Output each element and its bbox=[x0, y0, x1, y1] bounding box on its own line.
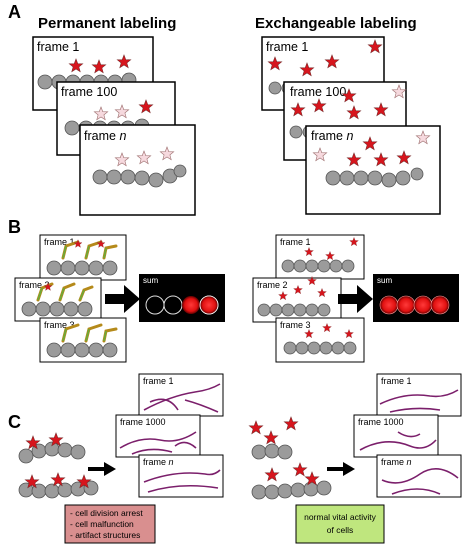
frame-label: frame n bbox=[84, 129, 126, 143]
frame-label: frame 3 bbox=[280, 320, 311, 330]
c-left-outcome-box: - cell division arrest - cell malfunctio… bbox=[64, 504, 156, 544]
outcome-line: - cell malfunction bbox=[70, 519, 134, 529]
c-right-outcome-box: normal vital activity of cells bbox=[295, 504, 385, 544]
frame-label: frame 100 bbox=[290, 85, 346, 99]
b-right-frame-1: frame 1 bbox=[275, 234, 365, 280]
c-right-frame-1: frame 1 bbox=[376, 373, 462, 417]
glowing-cell bbox=[413, 295, 433, 315]
frame-label-prefix: frame bbox=[84, 129, 119, 143]
outcome-line: of cells bbox=[327, 525, 353, 535]
panel-label-c: C bbox=[8, 412, 21, 432]
star-icon bbox=[248, 420, 264, 435]
glowing-cell bbox=[182, 296, 200, 314]
frame-label: frame n bbox=[311, 129, 353, 143]
frame-label: frame 2 bbox=[19, 280, 50, 290]
frame-label: frame 1000 bbox=[358, 417, 404, 427]
c-left-frame-n: frame n bbox=[138, 454, 224, 498]
frame-label: frame n bbox=[143, 457, 174, 467]
exchangeable-labeling-title: Exchangeable labeling bbox=[255, 15, 417, 32]
panel-label-a: A bbox=[8, 2, 21, 22]
sum-label: sum bbox=[377, 276, 392, 285]
outcome-line: - cell division arrest bbox=[70, 508, 143, 518]
permanent-frame-n: frame n bbox=[79, 124, 196, 216]
frame-label-prefix: frame bbox=[381, 457, 407, 467]
b-right-sum-panel: sum bbox=[373, 274, 459, 322]
frame-label-var: n bbox=[346, 129, 353, 143]
frame-label: frame 1 bbox=[143, 376, 174, 386]
frame-label-var: n bbox=[407, 457, 412, 467]
b-left-frame-3: frame 3 bbox=[39, 317, 127, 363]
arrow-icon bbox=[338, 285, 373, 313]
frame-label: frame 2 bbox=[257, 280, 288, 290]
b-left-sum-panel: sum bbox=[139, 274, 225, 322]
frame-label-prefix: frame bbox=[143, 457, 169, 467]
star-icon bbox=[264, 467, 280, 482]
b-left-frame-2: frame 2 bbox=[14, 277, 102, 322]
outcome-line: normal vital activity bbox=[304, 512, 377, 522]
arrow-icon bbox=[88, 462, 116, 476]
frame-label: frame 1 bbox=[280, 237, 311, 247]
star-icon bbox=[263, 430, 279, 445]
c-right-frame-n: frame n bbox=[376, 454, 462, 498]
star-icon bbox=[292, 462, 308, 477]
arrow-icon bbox=[327, 462, 355, 476]
c-left-cells bbox=[18, 432, 99, 499]
star-icon bbox=[283, 416, 299, 431]
b-right-frame-2: frame 2 bbox=[252, 276, 342, 323]
sum-label: sum bbox=[143, 276, 158, 285]
glowing-cell bbox=[199, 295, 219, 315]
c-left-frame-1000: frame 1000 bbox=[115, 414, 201, 458]
glowing-cell bbox=[379, 295, 399, 315]
frame-label: frame 3 bbox=[44, 320, 75, 330]
frame-label-prefix: frame bbox=[311, 129, 346, 143]
frame-label: frame 1 bbox=[381, 376, 412, 386]
frame-label-var: n bbox=[119, 129, 126, 143]
glowing-cell bbox=[430, 295, 450, 315]
outcome-line: - artifact structures bbox=[70, 530, 140, 540]
frame-label: frame 1 bbox=[266, 40, 308, 54]
frame-label: frame 1000 bbox=[120, 417, 166, 427]
frame-label: frame 1 bbox=[37, 40, 79, 54]
c-right-frame-1000: frame 1000 bbox=[353, 414, 439, 458]
b-right-frame-3: frame 3 bbox=[275, 317, 365, 363]
arrow-icon bbox=[105, 285, 140, 313]
b-left-frame-1: frame 1 bbox=[39, 234, 127, 281]
panel-label-b: B bbox=[8, 217, 21, 237]
glowing-cell bbox=[396, 295, 416, 315]
c-right-cells bbox=[248, 416, 332, 500]
frame-label-var: n bbox=[169, 457, 174, 467]
frame-label: frame n bbox=[381, 457, 412, 467]
frame-label: frame 100 bbox=[61, 85, 117, 99]
frame-label: frame 1 bbox=[44, 237, 75, 247]
permanent-labeling-title: Permanent labeling bbox=[38, 15, 176, 32]
exchangeable-frame-n: frame n bbox=[305, 125, 441, 215]
c-left-frame-1: frame 1 bbox=[138, 373, 224, 417]
